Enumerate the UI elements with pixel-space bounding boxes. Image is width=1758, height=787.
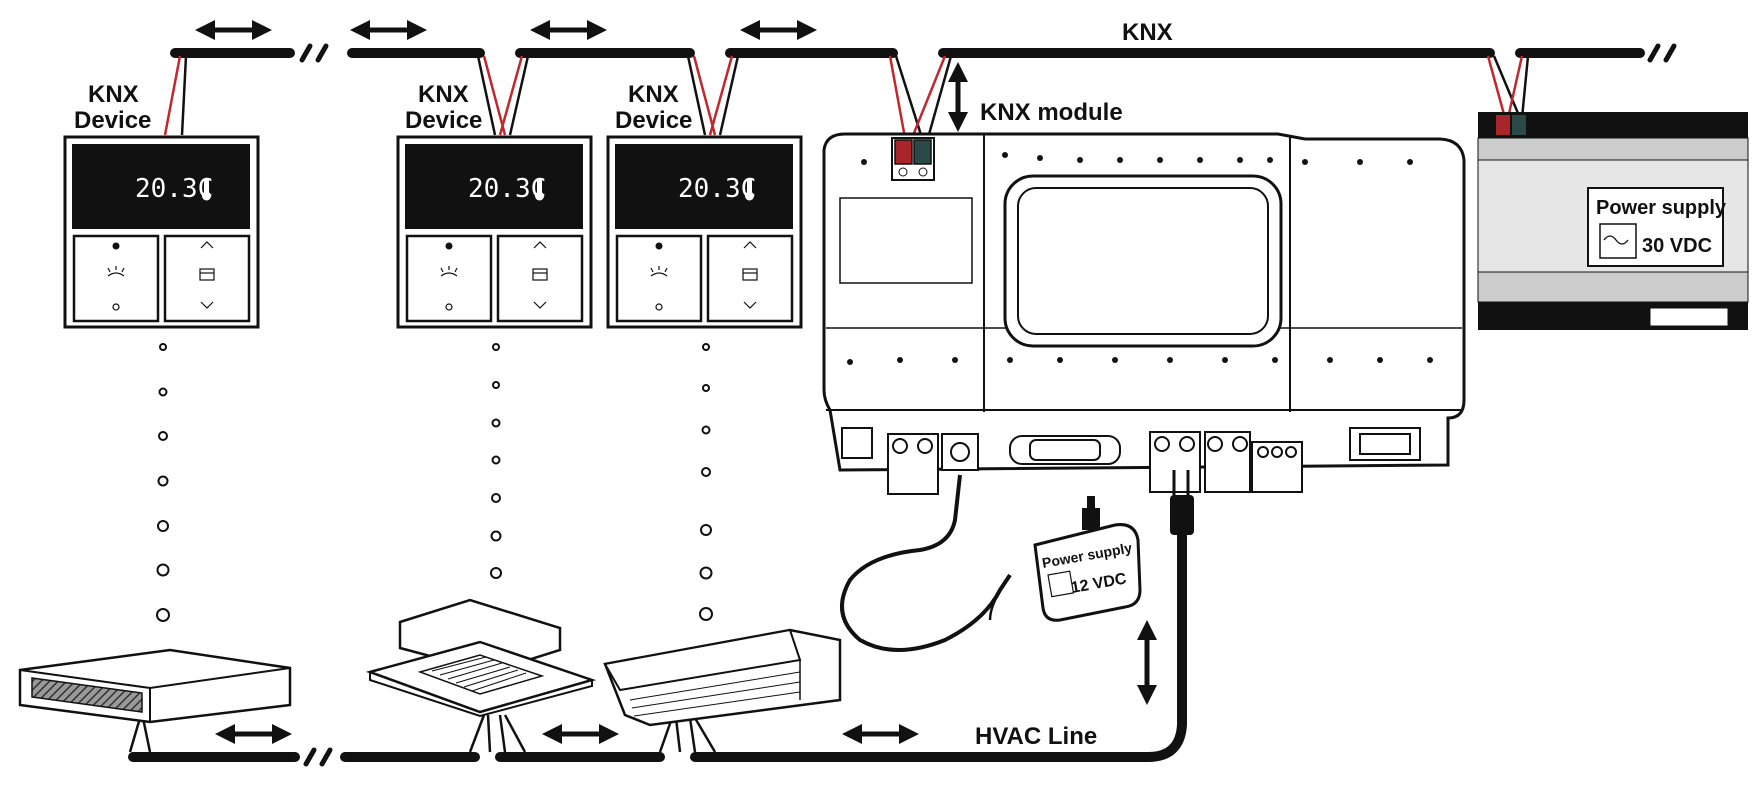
- gateway-screen: [1017, 187, 1269, 335]
- knx-device-1-button-right: [163, 234, 251, 323]
- knx-device-3-button-left: [615, 234, 703, 323]
- thermometer-icon: [535, 178, 544, 201]
- knx-device-2-button-right: [496, 234, 584, 323]
- knx-bus-label: KNX: [1122, 19, 1173, 46]
- knx-bus-break-marks: [299, 43, 1677, 63]
- knx-device-2-button-left: [405, 234, 493, 323]
- knx-device-3-label-line1: KNX: [628, 81, 679, 108]
- knx-device-1: KNX Device 20.3C: [63, 81, 260, 329]
- knx-device-1-label-line2: Device: [74, 107, 151, 134]
- knx-device-3-button-right: [706, 234, 794, 323]
- knx-module-label: KNX module: [980, 99, 1123, 126]
- knx-power-supply-voltage: 30 VDC: [1642, 235, 1712, 257]
- hvac-line-arrows: [215, 620, 1157, 744]
- knx-device-2-display: 20.3C: [468, 174, 546, 204]
- blind-icon: [199, 241, 215, 309]
- knx-terminal-connector: [891, 137, 935, 181]
- knx-device-1-label-line1: KNX: [88, 81, 139, 108]
- thermometer-icon: [202, 178, 211, 201]
- knx-power-supply-title: Power supply: [1596, 197, 1727, 219]
- association-dots: [156, 343, 713, 622]
- knx-device-3: KNX Device 20.3C: [606, 81, 803, 329]
- cassette-unit-icon: [365, 598, 597, 718]
- light-icon: [440, 266, 458, 277]
- duct-unit-icon: [18, 648, 292, 724]
- gateway-bottom-ports: [841, 427, 1421, 495]
- knx-device-1-display: 20.3C: [135, 174, 213, 204]
- knx-device-3-screen: [615, 144, 793, 229]
- light-icon: [650, 266, 668, 277]
- hvac-line: [128, 500, 1187, 762]
- thermometer-icon: [745, 178, 754, 201]
- ac-dc-icon: [1047, 570, 1075, 598]
- blind-icon: [532, 241, 548, 309]
- hvac-line-break-marks: [303, 747, 333, 767]
- knx-device-2-screen: [405, 144, 583, 229]
- knx-drop-wires: [163, 55, 1530, 139]
- knx-device-2-label-line2: Device: [405, 107, 482, 134]
- light-icon: [107, 266, 125, 277]
- knx-device-3-label-line2: Device: [615, 107, 692, 134]
- hvac-line-connector: [1170, 495, 1194, 535]
- knx-device-2-label-line1: KNX: [418, 81, 469, 108]
- knx-device-3-display: 20.3C: [678, 174, 756, 204]
- hvac-knx-gateway: KNX module: [822, 62, 1466, 495]
- knx-device-1-button-left: [72, 234, 160, 323]
- wall-split-unit-icon: [603, 628, 842, 727]
- knx-device-1-screen: [72, 144, 250, 229]
- knx-device-2: KNX Device 20.3C: [396, 81, 593, 329]
- gateway-power-cable: [840, 474, 1012, 652]
- ac-dc-icon: [1599, 223, 1637, 259]
- gateway-power-supply-12vdc: Power supply 12 VDC: [1033, 496, 1142, 622]
- knx-power-supply-30vdc: Power supply 30 VDC: [1477, 112, 1749, 330]
- hvac-line-label: HVAC Line: [975, 723, 1097, 750]
- enclosure-screws: [847, 152, 1433, 365]
- blind-icon: [742, 241, 758, 309]
- hvac-drop-wires: [128, 714, 717, 753]
